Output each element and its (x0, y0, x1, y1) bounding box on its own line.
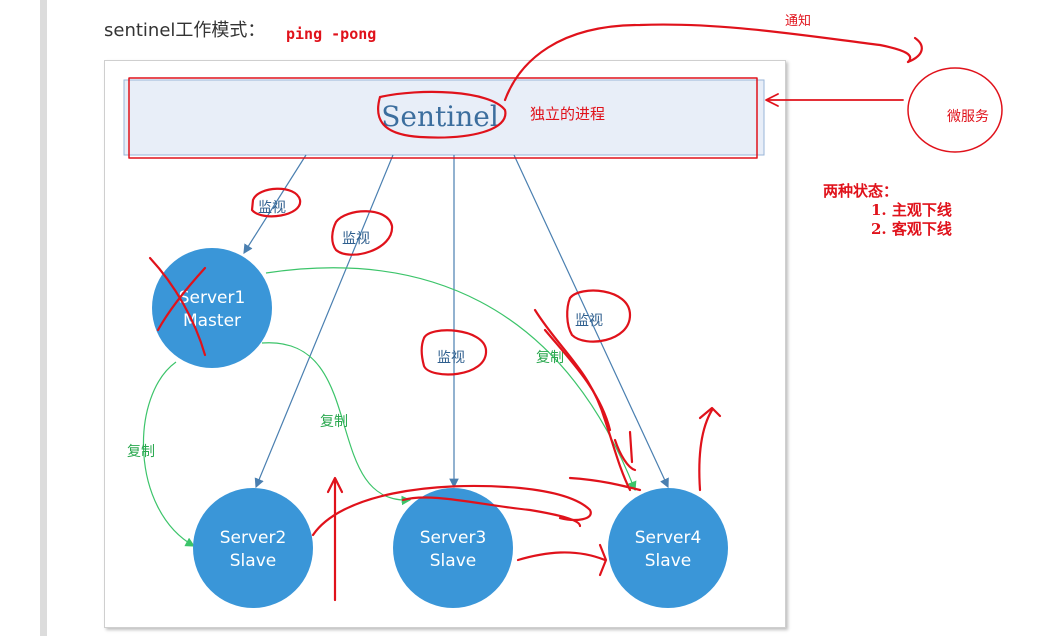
server-name: Server1 (179, 288, 246, 308)
replicate-line (265, 267, 637, 492)
master-cross (156, 266, 207, 332)
server-role: Slave (230, 551, 276, 571)
election-scribble (543, 328, 612, 432)
up-arrow (698, 408, 714, 492)
states-annotation: 两种状态： 1. 主观下线 2. 客观下线 (823, 182, 952, 239)
server-name: Server2 (220, 528, 287, 548)
server-role: Slave (430, 551, 476, 571)
monitor-line (254, 154, 394, 489)
monitor-line (513, 154, 669, 489)
sentinel-red-frame (128, 77, 758, 159)
left-sidebar-bar (40, 0, 47, 636)
monitor-line (243, 154, 307, 255)
replication-scribble (516, 551, 607, 562)
server-role: Slave (645, 551, 691, 571)
up-arrowhead (326, 476, 344, 494)
monitor-label: 监视 (437, 350, 465, 366)
master-cross (148, 256, 207, 357)
server1-node: Server1 Master (152, 248, 272, 368)
replicate-label: 复制 (536, 349, 564, 366)
monitor-label-circle (250, 187, 302, 218)
replication-arrowhead (598, 543, 608, 577)
replicate-label: 复制 (320, 413, 348, 430)
monitor-label: 监视 (575, 313, 603, 329)
notify-annotation: 通知 (785, 14, 812, 29)
election-scribble (613, 438, 637, 472)
notify-curve (503, 23, 912, 102)
election-scribble (568, 476, 642, 492)
page-heading: sentinel工作模式： (104, 20, 266, 41)
state-item: 1. 主观下线 (871, 201, 952, 219)
replication-scribble (401, 496, 582, 528)
microservice-arrowhead (765, 93, 779, 107)
server-role: Master (183, 311, 241, 331)
microservice-annotation: 微服务 (947, 109, 989, 125)
server-name: Server3 (420, 528, 487, 548)
monitor-label-circle (566, 289, 632, 343)
ping-pong-annotation: ping -pong (286, 25, 377, 43)
sentinel-label: Sentinel (381, 100, 499, 133)
server4-node: Server4 Slave (608, 488, 728, 608)
microservice-circle (907, 67, 1003, 153)
monitor-label: 监视 (258, 200, 286, 216)
server3-node: Server3 Slave (393, 488, 513, 608)
independent-process-annotation: 独立的进程 (530, 105, 605, 123)
states-title: 两种状态： (823, 182, 899, 200)
election-scribble (533, 308, 632, 492)
monitor-label-circle (331, 210, 394, 256)
replication-scribble (311, 484, 592, 537)
server2-node: Server2 Slave (193, 488, 313, 608)
notify-hook (906, 36, 923, 64)
state-item: 2. 客观下线 (871, 220, 952, 238)
replicate-label: 复制 (127, 443, 155, 460)
monitor-label-circle (420, 329, 488, 376)
replicate-line (261, 342, 412, 506)
monitor-label: 监视 (342, 231, 370, 247)
server-name: Server4 (635, 528, 702, 548)
red-annotations (128, 23, 1003, 602)
replicate-line (142, 361, 196, 547)
election-scribble (628, 430, 634, 464)
up-arrowhead (698, 406, 722, 420)
sentinel-red-loop (377, 90, 507, 139)
